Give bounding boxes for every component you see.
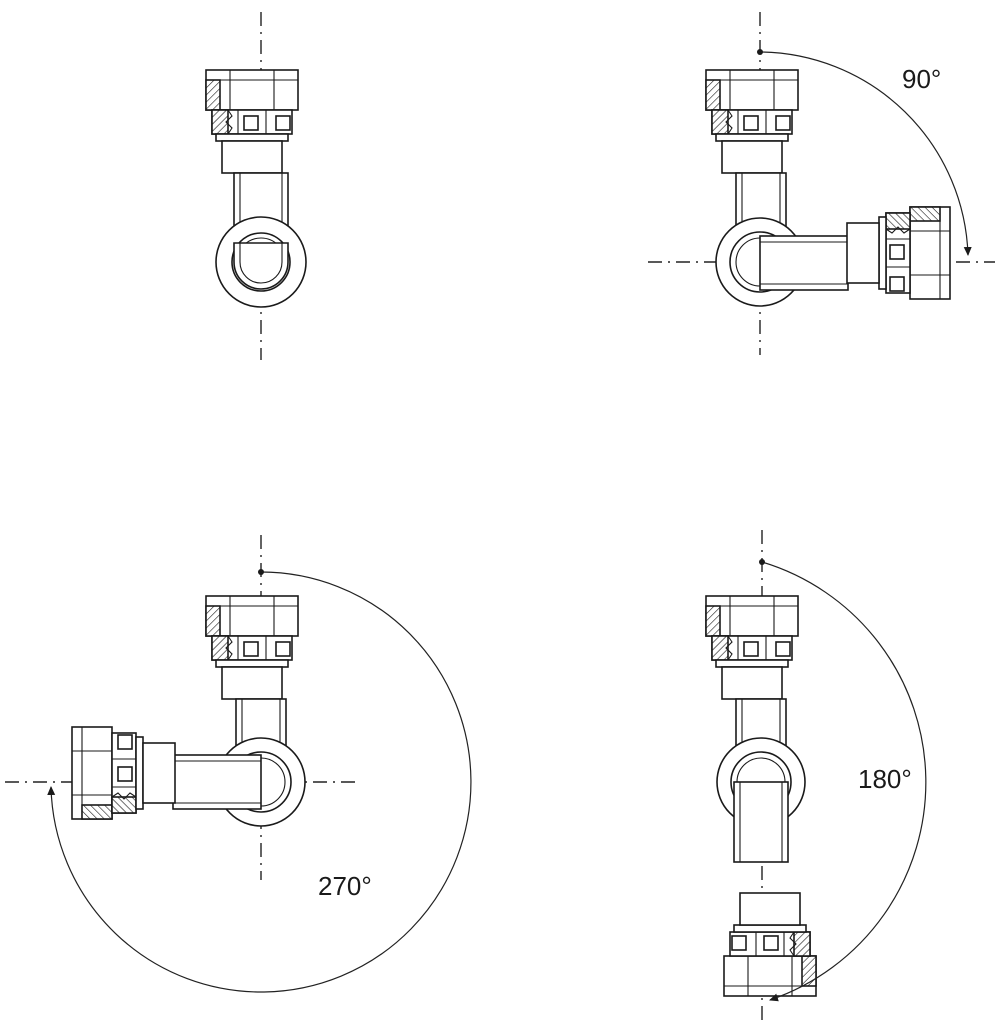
view-0-fitting (205, 12, 307, 360)
angle-label-90: 90° (902, 64, 941, 94)
view-180-fitting: 180° (705, 530, 927, 1022)
view-270-fitting: 270° (5, 535, 472, 993)
view-90-fitting: 90° (648, 12, 995, 355)
angle-label-270: 270° (318, 871, 372, 901)
angle-label-180: 180° (858, 764, 912, 794)
